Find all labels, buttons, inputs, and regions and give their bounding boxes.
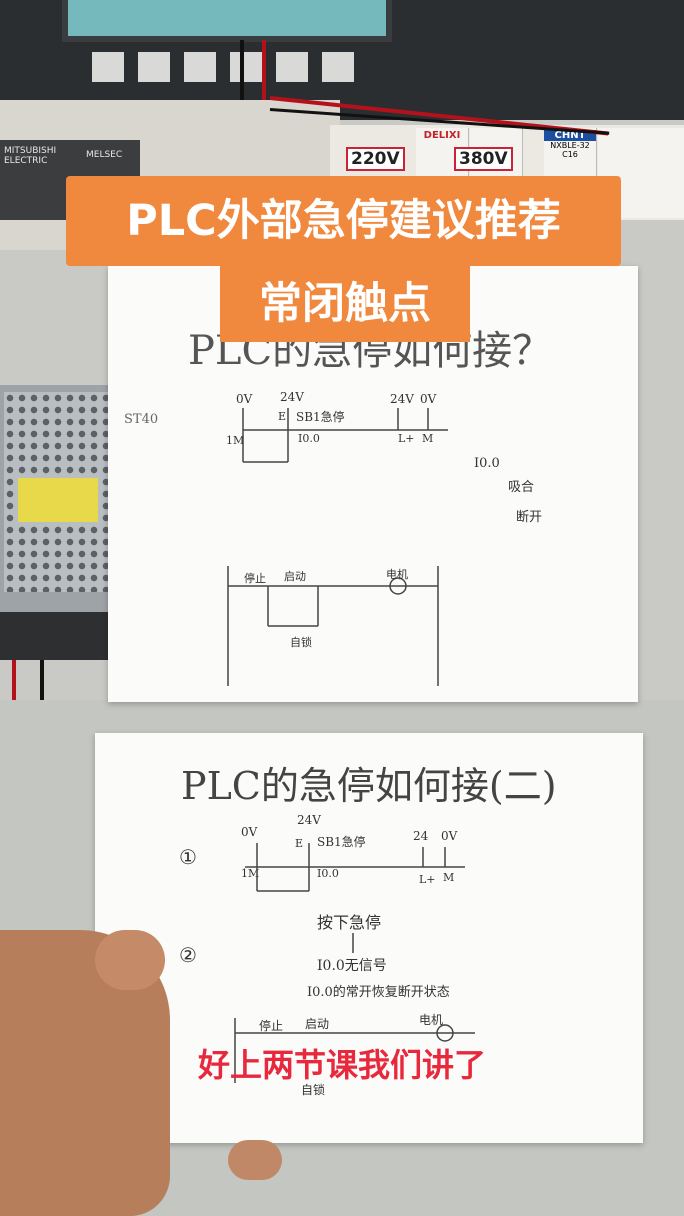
paper2-e-mark: E bbox=[295, 837, 304, 850]
paper2-estop-label: SB1急停 bbox=[317, 835, 366, 849]
hmi-button bbox=[276, 52, 308, 82]
paper1-wiring-sketch bbox=[227, 408, 448, 686]
paper2-wiring-sketch bbox=[234, 843, 475, 1083]
paper1-24v-left: 24V bbox=[280, 390, 304, 404]
wire bbox=[262, 40, 266, 100]
paper2-ladder-start: 启动 bbox=[305, 1017, 330, 1031]
paper1-ladder-stop: 停止 bbox=[244, 572, 266, 585]
paper2-ladder-motor: 电机 bbox=[419, 1013, 444, 1027]
paper1-legend-i00: I0.0 bbox=[474, 456, 500, 471]
hmi-screen bbox=[62, 0, 392, 42]
paper2-step2: ② bbox=[179, 943, 197, 967]
title-line-1: PLC外部急停建议推荐 bbox=[66, 176, 621, 266]
paper1-0v-left: 0V bbox=[236, 392, 253, 406]
video-subtitle: 好上两节课我们讲了 bbox=[197, 1046, 486, 1084]
voltage-tag-220: 220V bbox=[346, 147, 405, 171]
paper2-0v-right: 0V bbox=[441, 829, 458, 843]
title-line-2: 常闭触点 bbox=[220, 266, 470, 342]
handwritten-paper-2: PLC的急停如何接(二) ① ② 0V 24V E SB1急停 1M I0.0 … bbox=[95, 733, 643, 1143]
breaker-brand: CHNT bbox=[544, 130, 596, 141]
paper2-heading: PLC的急停如何接(二) bbox=[181, 764, 557, 808]
hmi-button bbox=[230, 52, 262, 82]
wire bbox=[40, 660, 44, 720]
breaker-model: NXBLE-32 bbox=[550, 141, 590, 150]
thumb bbox=[95, 930, 165, 990]
paper2-restore-note: I0.0的常开恢复断开状态 bbox=[307, 985, 450, 1000]
plc-brand-label: MITSUBISHI ELECTRIC bbox=[4, 146, 57, 166]
paper1-1m: 1M bbox=[226, 434, 245, 447]
paper2-0v-left: 0V bbox=[241, 825, 258, 839]
hmi-button bbox=[184, 52, 216, 82]
paper2-m: M bbox=[443, 871, 455, 884]
voltage-tag-380: 380V bbox=[454, 147, 513, 171]
paper2-24v-left: 24V bbox=[297, 813, 321, 827]
paper2-lplus: L+ bbox=[419, 873, 436, 886]
paper2-ladder-stop: 停止 bbox=[259, 1019, 284, 1033]
terminal-block bbox=[0, 612, 108, 660]
paper1-e-mark: E bbox=[278, 410, 287, 423]
hmi-button bbox=[92, 52, 124, 82]
paper1-ladder-selflock: 自锁 bbox=[290, 636, 312, 649]
handwritten-paper-1: PLC的急停如何接？ ST40 0V 24V E SB1急停 1M I0.0 2… bbox=[108, 266, 638, 702]
paper1-m: M bbox=[422, 432, 434, 445]
paper2-ladder-selflock: 自锁 bbox=[301, 1083, 326, 1097]
psu-label bbox=[18, 478, 98, 522]
paper1-legend-open: 断开 bbox=[516, 510, 543, 525]
paper2-i00: I0.0 bbox=[317, 867, 339, 880]
hmi-button bbox=[138, 52, 170, 82]
paper1-i00: I0.0 bbox=[298, 432, 320, 445]
breaker-rating: C16 bbox=[562, 150, 578, 159]
hmi-button bbox=[322, 52, 354, 82]
paper2-no-signal: I0.0无信号 bbox=[317, 958, 387, 974]
paper1-st40-label: ST40 bbox=[124, 412, 159, 427]
paper1-ladder-start: 启动 bbox=[284, 570, 306, 583]
paper1-24v-right: 24V bbox=[390, 392, 414, 406]
wire bbox=[240, 40, 244, 100]
paper1-ladder-motor: 电机 bbox=[386, 568, 408, 581]
paper1-0v-right: 0V bbox=[420, 392, 437, 406]
paper2-24-right: 24 bbox=[413, 829, 429, 843]
finger bbox=[228, 1140, 282, 1180]
breaker-brand: DELIXI bbox=[423, 130, 461, 141]
paper1-estop-label: SB1急停 bbox=[296, 410, 345, 424]
paper1-legend-closed: 吸合 bbox=[508, 480, 535, 495]
paper2-1m: 1M bbox=[241, 867, 260, 880]
paper1-lplus: L+ bbox=[398, 432, 415, 445]
plc-model-label: MELSEC bbox=[86, 150, 123, 160]
paper2-press-estop: 按下急停 bbox=[317, 913, 382, 932]
paper2-step1: ① bbox=[179, 845, 197, 869]
